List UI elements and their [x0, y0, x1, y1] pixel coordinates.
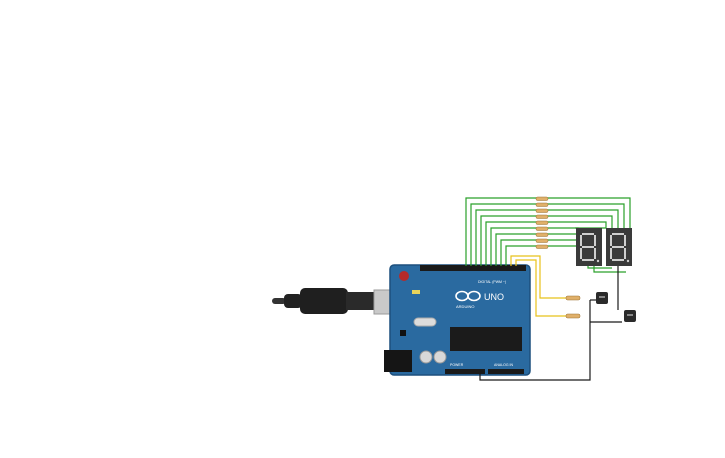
atmega-chip	[450, 327, 522, 351]
reset-button[interactable]	[399, 271, 409, 281]
analog-header	[488, 369, 524, 374]
power-header-label: POWER	[450, 363, 464, 367]
transistor-2[interactable]	[624, 310, 636, 322]
regulator	[400, 330, 406, 336]
power-header	[445, 369, 485, 374]
resistor-column[interactable]	[535, 196, 549, 249]
arduino-logo-icon	[455, 290, 481, 302]
digital-header-label: DIGITAL (PWM ~)	[478, 280, 506, 284]
crystal-oscillator	[413, 317, 437, 327]
model-text: UNO	[484, 292, 504, 302]
analog-header-label: ANALOG IN	[494, 363, 514, 367]
transistor-1[interactable]	[596, 292, 608, 304]
seven-segment-display-2[interactable]	[606, 228, 632, 266]
led-l	[412, 290, 420, 294]
seven-segment-display-1[interactable]	[576, 228, 602, 266]
power-jack	[384, 350, 412, 372]
yellow-wires[interactable]	[510, 255, 566, 317]
usb-cable-icon[interactable]	[272, 288, 409, 315]
digital-header	[420, 265, 526, 271]
arduino-board[interactable]: UNO ARDUINO DIGITAL (PWM ~) POWER ANALOG…	[384, 264, 531, 376]
capacitor-1	[419, 350, 433, 364]
transistor-resistors[interactable]	[565, 295, 581, 319]
brand-text: ARDUINO	[456, 304, 474, 309]
capacitor-2	[433, 350, 447, 364]
